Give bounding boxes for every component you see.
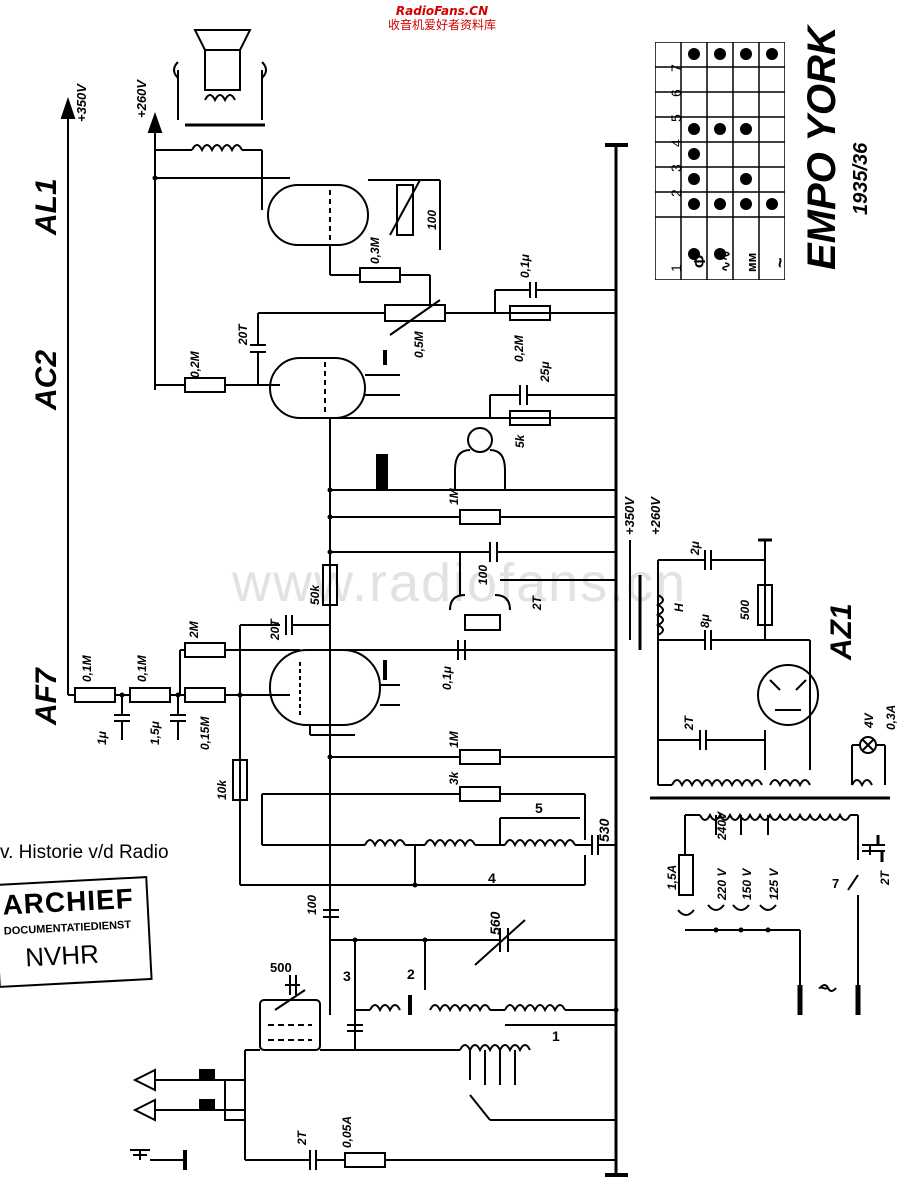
model-title: EMPO YORK: [800, 26, 844, 270]
tube-label-al1: AL1: [30, 178, 63, 235]
label-c-100: 100: [476, 564, 490, 585]
label-c-2t-psu: 2T: [682, 715, 696, 730]
wave-switch-table: [655, 42, 785, 280]
label-r-2m: 2M: [187, 621, 201, 638]
table-dot: [688, 173, 700, 185]
label-r-3k: 3k: [447, 771, 461, 785]
archive-note: v. Historie v/d Radio: [0, 842, 169, 863]
label-c-15u: 1,5μ: [148, 721, 162, 745]
stamp-line-2: DOCUMENTATIEDIENST: [3, 918, 132, 938]
tube-label-az1: AZ1: [825, 603, 858, 660]
label-r-50k: 50k: [308, 584, 322, 605]
label-r-02m-right: 0,2M: [512, 335, 526, 362]
label-r-10k: 10k: [215, 779, 229, 800]
table-dot: [688, 248, 700, 260]
model-year: 1935/36: [850, 142, 872, 215]
table-dot: [740, 123, 752, 135]
table-col-7: 7: [668, 64, 684, 72]
table-col-6: 6: [668, 89, 684, 97]
table-row-symbol-1: Φ: [692, 254, 709, 268]
table-col-1: 1: [668, 264, 684, 272]
label-choke: H: [672, 603, 686, 612]
label-coil-3: 3: [343, 968, 351, 984]
label-r-1m-top: 1M: [447, 488, 461, 505]
label-r-1m-mid: 1M: [447, 731, 461, 748]
label-tap-220: 220 V: [715, 868, 729, 900]
table-dots: [688, 48, 778, 260]
table-dot: [688, 198, 700, 210]
label-r-03m: 0,3M: [368, 237, 382, 264]
label-r-100: 100: [425, 209, 439, 230]
label-c-2t-mid: 2T: [530, 595, 544, 610]
table-dot: [740, 48, 752, 60]
table-col-3: 3: [668, 164, 684, 172]
label-c-530: 530: [596, 818, 612, 842]
table-dot: [688, 123, 700, 135]
table-row-symbol-3: ᴍᴍ: [744, 252, 759, 272]
label-c-01u-mid: 0,1μ: [440, 666, 454, 690]
label-lamp-v: 4V: [862, 713, 876, 728]
label-r-015m: 0,15M: [198, 716, 212, 750]
site-header: RadioFans.CN 收音机爱好者资料库: [388, 4, 496, 32]
label-r-5k: 5k: [513, 434, 527, 448]
label-r-500: 500: [738, 599, 752, 620]
label-mains-fuse: 1,5A: [665, 864, 679, 890]
stamp-line-1: ARCHIEF: [1, 882, 135, 921]
watermark: www.radiofans.cn: [232, 553, 688, 613]
table-dot: [714, 48, 726, 60]
table-dot: [766, 198, 778, 210]
table-dot: [714, 198, 726, 210]
label-lamp-a: 0,3A: [884, 704, 898, 730]
label-r-01m-b: 0,1M: [135, 655, 149, 682]
rail-260v: +260V: [134, 80, 149, 118]
table-col-2: 2: [668, 189, 684, 197]
label-fuse: 0,05A: [340, 1115, 354, 1148]
label-c-20t-top: 20T: [236, 324, 250, 345]
label-c-01u-top: 0,1μ: [518, 254, 532, 278]
label-c-2u: 2μ: [688, 541, 702, 555]
label-c-560: 560: [487, 911, 503, 935]
label-mains: ~: [818, 978, 829, 998]
stamp-line-3: NVHR: [24, 938, 100, 973]
label-r-05m: 0,5M: [412, 331, 426, 358]
label-c-2t-sw: 2T: [878, 870, 892, 885]
rail-350v: +350V: [74, 84, 89, 122]
label-c-20t-mid: 20T: [268, 619, 282, 640]
table-dot: [740, 198, 752, 210]
label-c-100b: 100: [305, 894, 319, 915]
table-dot: [740, 173, 752, 185]
table-row-symbol-4: ~: [770, 257, 790, 268]
label-c-1u: 1μ: [95, 731, 109, 745]
label-r-02m-left: 0,2M: [188, 351, 202, 378]
table-dot: [714, 248, 726, 260]
label-c-25u: 25μ: [538, 361, 552, 382]
table-dot: [714, 123, 726, 135]
tube-label-ac2: AC2: [30, 349, 63, 410]
label-coil-4: 4: [488, 870, 496, 886]
label-switch: 7: [832, 876, 840, 891]
label-c-8u: 8μ: [698, 614, 712, 628]
label-coil-5: 5: [535, 800, 543, 816]
label-tap-150: 150 V: [740, 868, 754, 900]
table-dot: [688, 148, 700, 160]
archive-stamp: ARCHIEF DOCUMENTATIEDIENST NVHR: [0, 876, 153, 988]
label-coil-1: 1: [552, 1028, 560, 1044]
table-col-5: 5: [668, 114, 684, 122]
site-name-en: RadioFans.CN: [395, 4, 489, 18]
table-col-4: 4: [668, 139, 684, 147]
site-name-cn: 收音机爱好者资料库: [388, 18, 497, 32]
label-coil-2: 2: [407, 966, 415, 982]
label-tap-240: 240V: [715, 811, 729, 840]
tube-label-af7: AF7: [30, 668, 63, 725]
rail-260v-psu: +260V: [648, 497, 663, 535]
table-row-symbol-2: ∿∿: [718, 250, 733, 272]
label-c-2t-ant: 2T: [295, 1130, 309, 1145]
label-r-01m-a: 0,1M: [80, 655, 94, 682]
table-dot: [766, 48, 778, 60]
label-c-500: 500: [270, 960, 292, 975]
table-dot: [688, 48, 700, 60]
rail-350v-psu: +350V: [622, 497, 637, 535]
label-tap-125: 125 V: [767, 868, 781, 900]
